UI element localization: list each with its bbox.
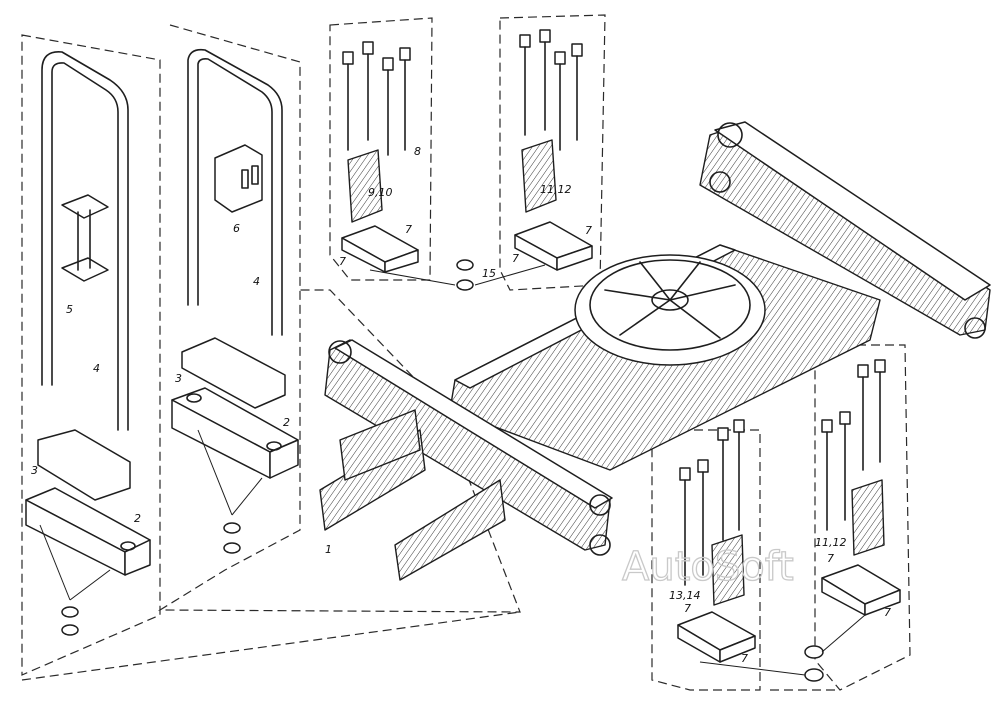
part-label-2b: 2	[283, 416, 290, 429]
plate-11-12-right	[851, 479, 885, 556]
part-label-4b: 4	[253, 275, 260, 288]
group-outline-bolts-2	[499, 14, 606, 291]
nuts-15-bottom-right	[699, 614, 866, 682]
part-label-11-12a: 11,12	[540, 183, 572, 196]
part-label-1: 1	[325, 543, 332, 556]
part-label-15: 15	[482, 267, 496, 280]
u-bolt-4-left	[41, 51, 129, 431]
part-label-3a: 3	[31, 464, 38, 477]
clamp-6	[214, 144, 263, 213]
block-7-group-2	[514, 221, 593, 271]
block-2-left	[25, 487, 151, 576]
group-outline-right-far	[814, 344, 911, 691]
saddle-3-second	[181, 337, 286, 409]
part-label-13-14: 13,14	[669, 589, 701, 602]
block-2-second	[171, 387, 299, 479]
plate-11-12-top	[521, 139, 557, 213]
group-outline-bottom	[21, 611, 840, 691]
plate-9-10	[347, 149, 383, 223]
part-label-7c: 7	[585, 224, 592, 237]
bolts-8-right-far	[821, 359, 886, 531]
watermark-text: AutoSoft	[622, 544, 794, 590]
part-label-7g: 7	[827, 552, 834, 565]
part-label-3b: 3	[175, 372, 182, 385]
part-label-2a: 2	[134, 512, 141, 525]
part-label-4a: 4	[93, 362, 100, 375]
nuts-15-top	[369, 259, 546, 291]
bolts-8-group-1	[342, 41, 411, 156]
part-label-7f: 7	[741, 652, 748, 665]
nuts-15-second	[197, 429, 263, 554]
group-outline-second	[157, 24, 521, 613]
group-outline-bolts-1	[329, 17, 433, 281]
part-label-7e: 7	[684, 602, 691, 615]
part-label-11-12b: 11,12	[815, 536, 847, 549]
part-label-7a: 7	[405, 223, 412, 236]
bolts-8-group-2	[519, 29, 583, 151]
main-frame	[319, 121, 991, 581]
saddle-3-left	[37, 429, 131, 501]
part-label-5: 5	[66, 303, 73, 316]
part-label-7b: 7	[339, 255, 346, 268]
u-bolt-4-second	[187, 48, 283, 336]
spacer-5	[61, 194, 109, 282]
plate-13-14	[711, 534, 745, 606]
bolts-8-right-lower	[679, 419, 745, 586]
nuts-15-left	[39, 524, 111, 636]
part-label-6: 6	[233, 222, 240, 235]
part-label-7h: 7	[884, 606, 891, 619]
part-label-8: 8	[414, 145, 421, 158]
block-7-group-1	[341, 225, 419, 273]
part-label-9-10: 9,10	[368, 186, 393, 199]
part-label-7d: 7	[512, 252, 519, 265]
block-7-right-lower	[677, 611, 756, 663]
